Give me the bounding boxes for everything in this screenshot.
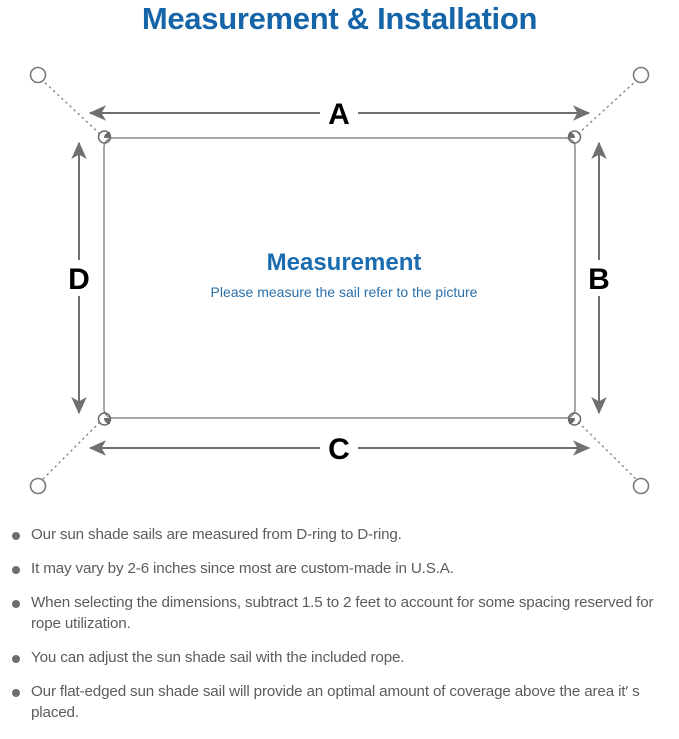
rope-top-left: [40, 78, 101, 135]
sail-subtitle: Please measure the sail refer to the pic…: [211, 284, 478, 300]
bullet-icon: [12, 655, 20, 663]
dimension-label-a: A: [328, 98, 350, 131]
dimension-label-d: D: [68, 263, 90, 296]
note-text: You can adjust the sun shade sail with t…: [31, 649, 405, 666]
diagram-canvas: A C D B Measurement Please measure the s…: [29, 66, 650, 495]
bullet-icon: [12, 566, 20, 574]
d-ring-top-right: [567, 130, 582, 144]
anchor-point-bottom-right: [632, 477, 650, 495]
list-item: You can adjust the sun shade sail with t…: [0, 647, 679, 668]
dimension-arrow-a: A: [88, 98, 591, 131]
d-rings: [97, 130, 582, 426]
list-item: Our sun shade sails are measured from D-…: [0, 524, 679, 545]
dimension-arrow-d: D: [68, 141, 90, 415]
anchor-point-top-left: [29, 66, 47, 84]
note-text: It may vary by 2-6 inches since most are…: [31, 560, 454, 577]
sail-outline: [103, 137, 576, 419]
d-ring-top-left: [97, 130, 112, 144]
note-text: Our sun shade sails are measured from D-…: [31, 526, 402, 543]
dimension-label-c: C: [328, 433, 350, 466]
list-item: Our flat-edged sun shade sail will provi…: [0, 681, 679, 723]
anchor-point-bottom-left: [29, 477, 47, 495]
dimension-label-b: B: [588, 263, 610, 296]
shade-sail-measurement-diagram: A C D B Measurement Please measure the s…: [0, 48, 679, 513]
sail-heading: Measurement: [267, 249, 422, 276]
rope-lines: [40, 78, 639, 482]
rope-bottom-right: [577, 421, 639, 482]
rope-bottom-left: [40, 421, 101, 482]
d-ring-bottom-right: [567, 412, 582, 426]
list-item: When selecting the dimensions, subtract …: [0, 592, 679, 634]
anchor-point-top-right: [632, 66, 650, 84]
bullet-icon: [12, 689, 20, 697]
list-item: It may vary by 2-6 inches since most are…: [0, 558, 679, 579]
note-text: When selecting the dimensions, subtract …: [31, 594, 654, 632]
dimension-arrow-b: B: [588, 141, 610, 415]
note-text: Our flat-edged sun shade sail will provi…: [31, 683, 640, 721]
dimension-arrow-c: C: [88, 433, 591, 466]
bullet-icon: [12, 600, 20, 608]
notes-list: Our sun shade sails are measured from D-…: [0, 524, 679, 736]
d-ring-bottom-left: [97, 412, 112, 426]
anchor-points: [29, 66, 650, 495]
bullet-icon: [12, 532, 20, 540]
rope-top-right: [577, 78, 639, 135]
page-title: Measurement & Installation: [141, 1, 538, 36]
